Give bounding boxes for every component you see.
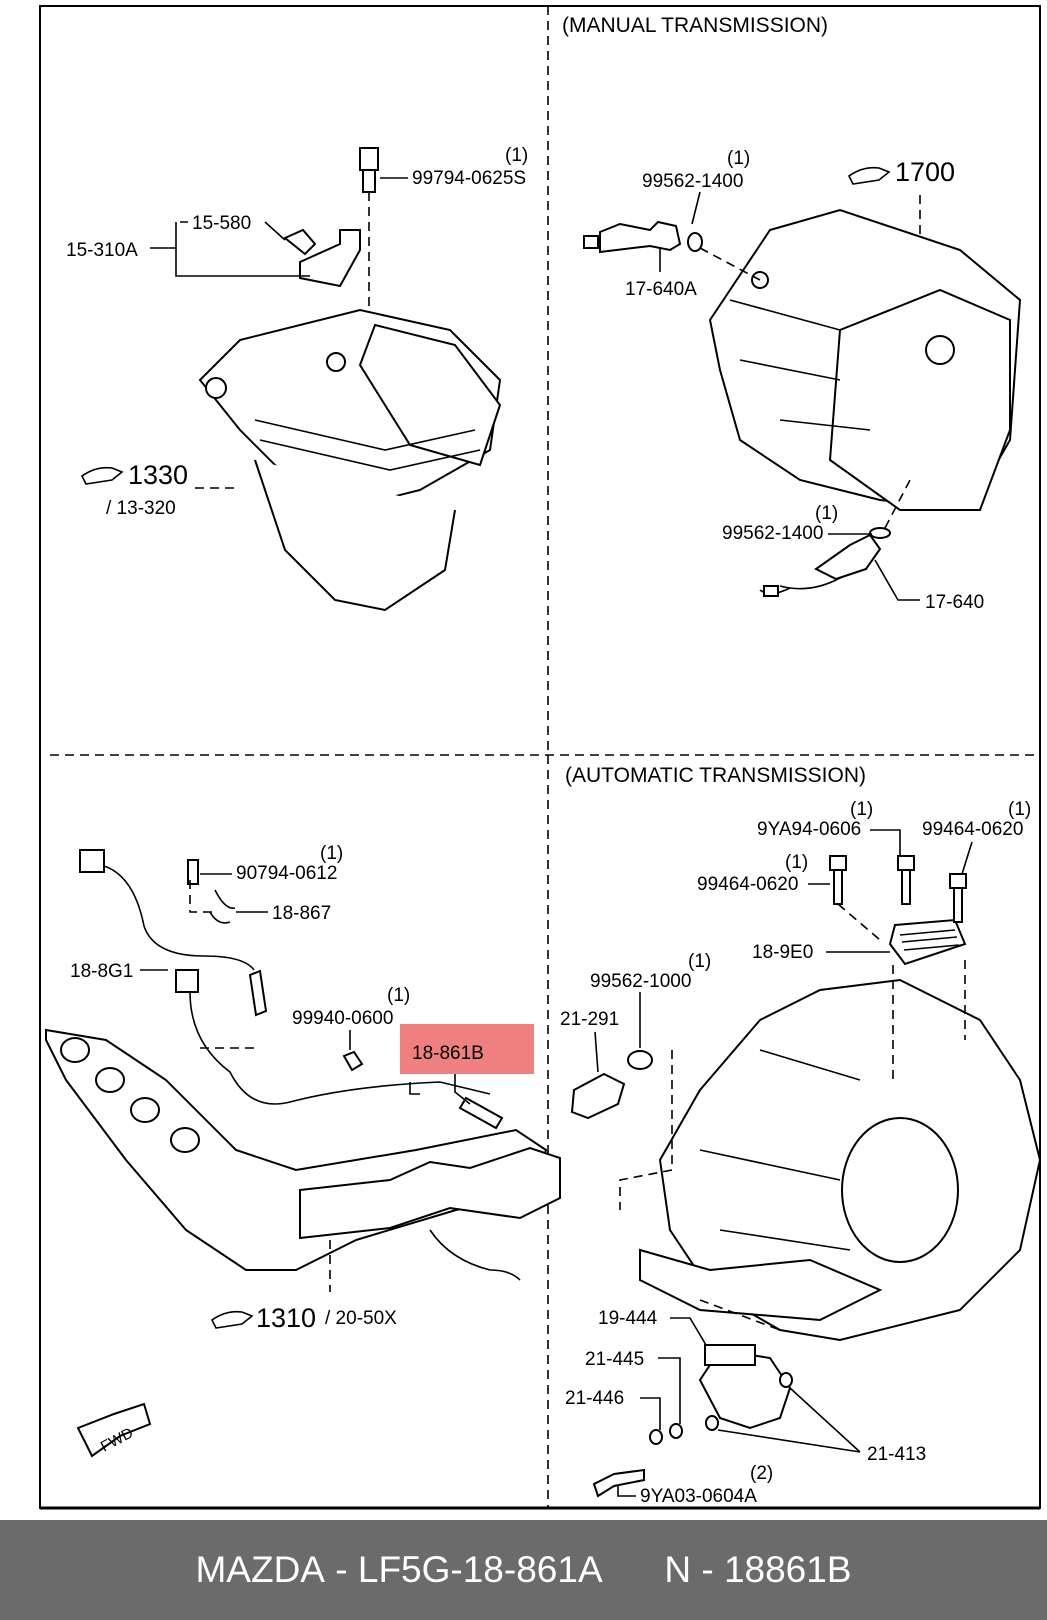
ref-1700: 1700: [895, 157, 955, 187]
hand-pointer-icon-1310: [210, 1310, 254, 1329]
part-9ya94-0606: 9YA94-0606: [757, 819, 861, 840]
footer-n-prefix: N: [664, 1549, 692, 1590]
diagram-frame: [39, 5, 1041, 1510]
part-17-640a: 17-640A: [625, 279, 697, 300]
qty-99562-1400-b: (1): [815, 503, 838, 524]
air-cleaner-illustration: [195, 147, 502, 612]
part-99562-1400-a: 99562-1400: [642, 171, 743, 192]
qty-9ya94-0606: (1): [850, 799, 873, 820]
fwd-arrow-icon: [76, 1402, 152, 1458]
part-number-footer: MAZDA - LF5G-18-861A N - 18861B: [0, 1520, 1047, 1620]
qty-9ya03-0604a: (2): [750, 1463, 773, 1484]
part-18-861b: 18-861B: [412, 1043, 484, 1064]
part-99464-0620-a: 99464-0620: [922, 819, 1023, 840]
qty-99562-1000: (1): [688, 951, 711, 972]
part-21-445: 21-445: [585, 1349, 644, 1370]
manual-transmission-title: (MANUAL TRANSMISSION): [562, 14, 828, 37]
footer-oem-number: LF5G-18-861A: [357, 1549, 603, 1590]
automatic-transmission-title: (AUTOMATIC TRANSMISSION): [565, 764, 866, 787]
ref-1330: 1330: [128, 460, 188, 490]
part-19-444: 19-444: [598, 1308, 658, 1329]
qty-99562-1400-a: (1): [727, 148, 750, 169]
part-21-446: 21-446: [565, 1388, 624, 1409]
part-17-640: 17-640: [925, 592, 984, 613]
part-99794-0625s: 99794-0625S: [412, 168, 526, 189]
qty-99940-0600: (1): [387, 985, 410, 1006]
part-18-8g1: 18-8G1: [70, 961, 133, 982]
qty-99464-0620-b: (1): [785, 852, 808, 873]
manual-transmission-illustration: [583, 208, 1022, 597]
qty-99464-0620-a: (1): [1008, 799, 1031, 820]
exhaust-manifold-illustration: [45, 849, 561, 1458]
hand-pointer-icon-1700: [847, 166, 891, 185]
part-90794-0612: 90794-0612: [236, 863, 337, 884]
ref-13-320: / 13-320: [106, 498, 176, 519]
qty-99794: (1): [505, 145, 528, 166]
part-21-413: 21-413: [867, 1444, 926, 1465]
part-9ya03-0604a: 9YA03-0604A: [640, 1486, 757, 1507]
part-99562-1000: 99562-1000: [590, 971, 691, 992]
part-15-310a: 15-310A: [66, 240, 138, 261]
footer-brand: MAZDA: [195, 1549, 325, 1590]
parts-diagram: (MANUAL TRANSMISSION) (AUTOMATIC TRANSMI…: [39, 5, 1042, 1510]
part-18-9e0: 18-9E0: [752, 942, 813, 963]
part-15-580: 15-580: [192, 213, 251, 234]
highlighted-part-marker: [400, 1024, 534, 1074]
footer-n-number: 18861B: [723, 1549, 852, 1590]
qty-90794-0612: (1): [320, 843, 343, 864]
part-18-867: 18-867: [272, 903, 331, 924]
part-99940-0600: 99940-0600: [292, 1008, 393, 1029]
part-99464-0620-b: 99464-0620: [697, 874, 798, 895]
ref-1310: 1310: [256, 1303, 316, 1333]
part-21-291: 21-291: [560, 1009, 619, 1030]
part-99562-1400-b: 99562-1400: [722, 523, 823, 544]
ref-20-50x: / 20-50X: [325, 1308, 397, 1329]
automatic-transmission-illustration: [570, 855, 1042, 1498]
hand-pointer-icon: [80, 466, 124, 485]
